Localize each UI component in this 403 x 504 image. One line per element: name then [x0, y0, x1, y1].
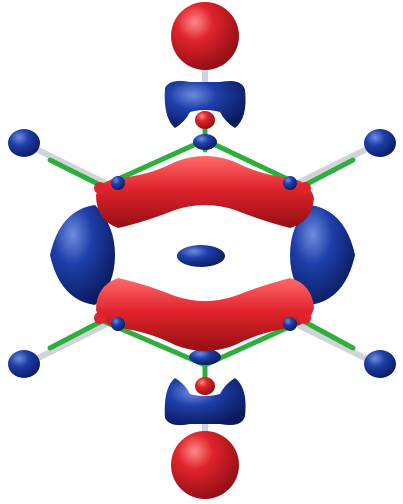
- center-blue-lobe: [177, 245, 225, 267]
- bond-lower-left: [27, 322, 108, 365]
- node-ur-blue: [283, 176, 297, 190]
- top-small-red: [195, 111, 215, 129]
- atom-upper-right: [364, 129, 396, 157]
- bond-upper-right: [295, 143, 376, 186]
- node-ul-blue: [111, 176, 125, 190]
- bond-upper-left: [27, 143, 108, 186]
- right-blue-lobe: [290, 205, 355, 305]
- node-ur-red: [299, 182, 311, 194]
- node-ll-red: [94, 312, 106, 324]
- node-lr-red: [299, 312, 311, 324]
- bottom-small-red: [195, 377, 215, 395]
- band-end-nodes: [94, 176, 311, 331]
- bottom-blue-cap: [164, 378, 246, 426]
- atom-lower-left: [8, 350, 40, 378]
- bond-green-ul: [47, 157, 103, 188]
- top-red-sphere: [171, 2, 239, 70]
- top-small-blue: [193, 134, 217, 150]
- upper-red-band: [96, 156, 314, 228]
- node-ul-red: [94, 182, 106, 194]
- bottom-red-sphere: [171, 431, 239, 499]
- bond-green-lr: [302, 319, 356, 351]
- bond-green-ur: [302, 157, 356, 188]
- left-blue-lobe: [50, 205, 115, 305]
- atom-lower-right: [364, 350, 396, 378]
- lower-red-band: [96, 278, 314, 351]
- node-lr-blue: [283, 317, 297, 331]
- top-blue-cap: [164, 80, 246, 128]
- bond-lower-right: [295, 322, 376, 365]
- atom-upper-left: [8, 129, 40, 157]
- bottom-small-blue: [189, 349, 221, 365]
- bond-green-ll: [47, 319, 103, 351]
- node-ll-blue: [111, 317, 125, 331]
